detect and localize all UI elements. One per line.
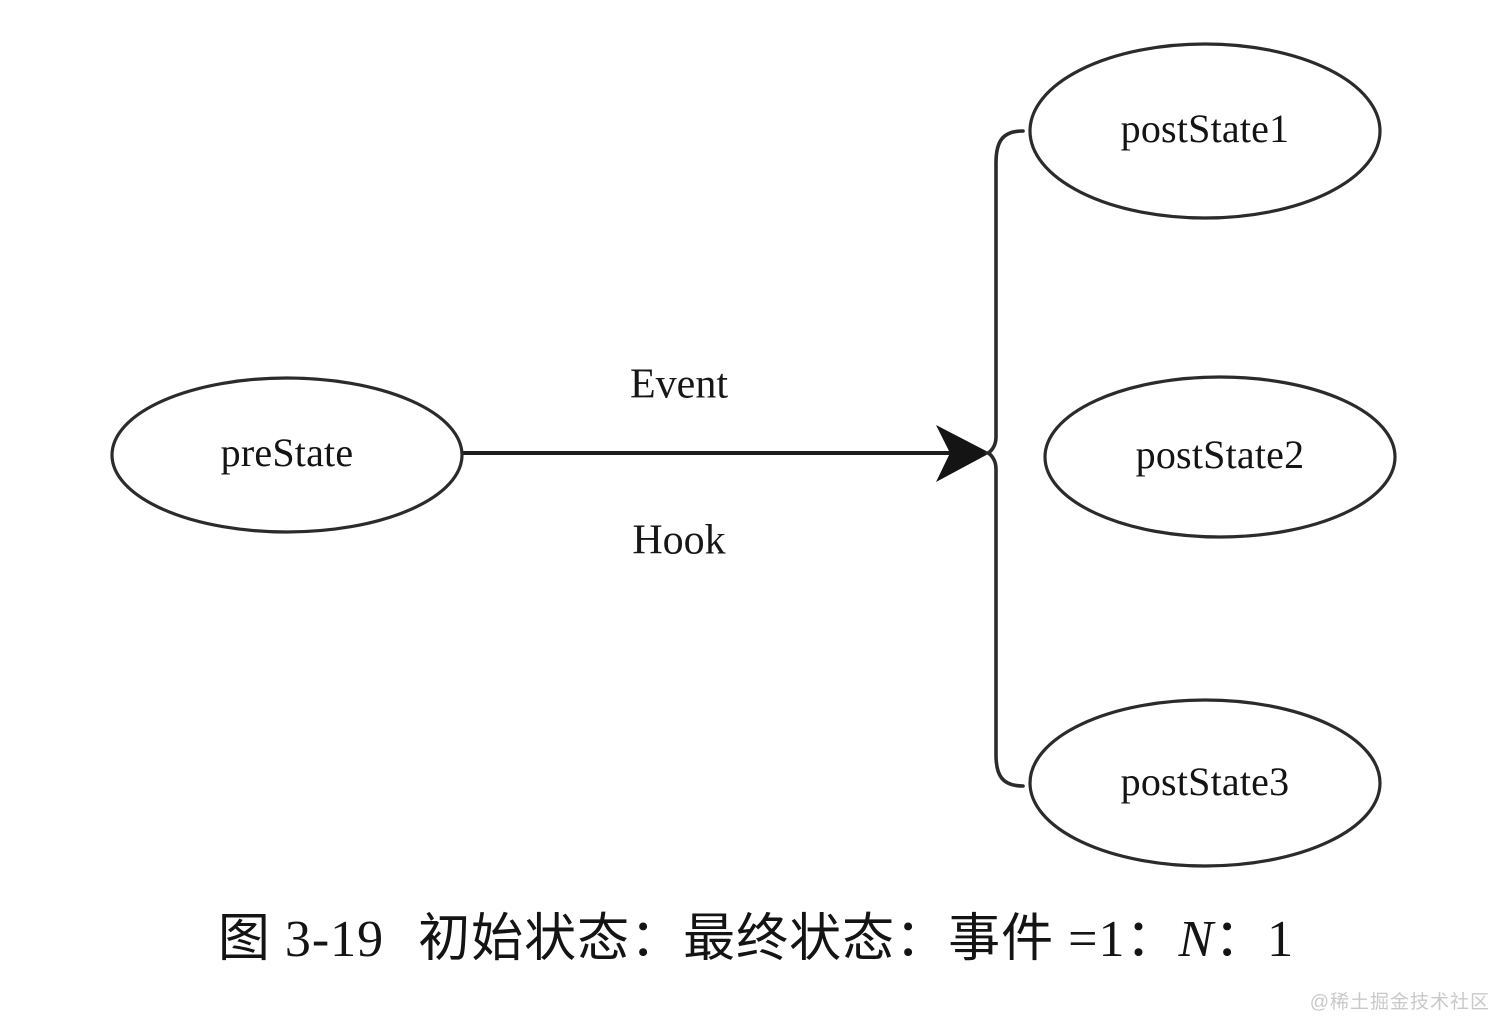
edge-label-event: Event: [630, 362, 728, 408]
figure-caption-number: 图 3-19: [217, 911, 385, 968]
figure-caption-text-before: 初始状态：最终状态：事件 =1：: [418, 911, 1179, 968]
node-poststate1-ellipse: [1028, 42, 1382, 220]
node-poststate3-ellipse: [1028, 698, 1382, 868]
node-prestate-label: preState: [221, 430, 354, 475]
fan-out-bracket: [983, 129, 1025, 788]
node-poststate2: postState2: [1043, 375, 1397, 539]
figure-caption-variable: N: [1178, 911, 1215, 968]
node-prestate-ellipse: [110, 376, 464, 534]
node-poststate2-label: postState2: [1136, 432, 1305, 477]
figure-caption: 图 3-19 初始状态：最终状态：事件 =1：N：1: [0, 896, 1512, 971]
figure-caption-text-after: ：1: [1214, 911, 1295, 968]
edge-label-hook: Hook: [632, 518, 725, 564]
node-poststate1: postState1: [1028, 42, 1382, 220]
watermark: @稀土掘金技术社区: [1309, 992, 1490, 1013]
arrow-head-icon: [936, 425, 990, 482]
node-prestate: preState: [110, 376, 464, 534]
node-poststate3-label: postState3: [1121, 759, 1290, 804]
node-poststate3: postState3: [1028, 698, 1382, 868]
node-poststate2-ellipse: [1043, 375, 1397, 539]
node-poststate1-label: postState1: [1121, 106, 1290, 151]
